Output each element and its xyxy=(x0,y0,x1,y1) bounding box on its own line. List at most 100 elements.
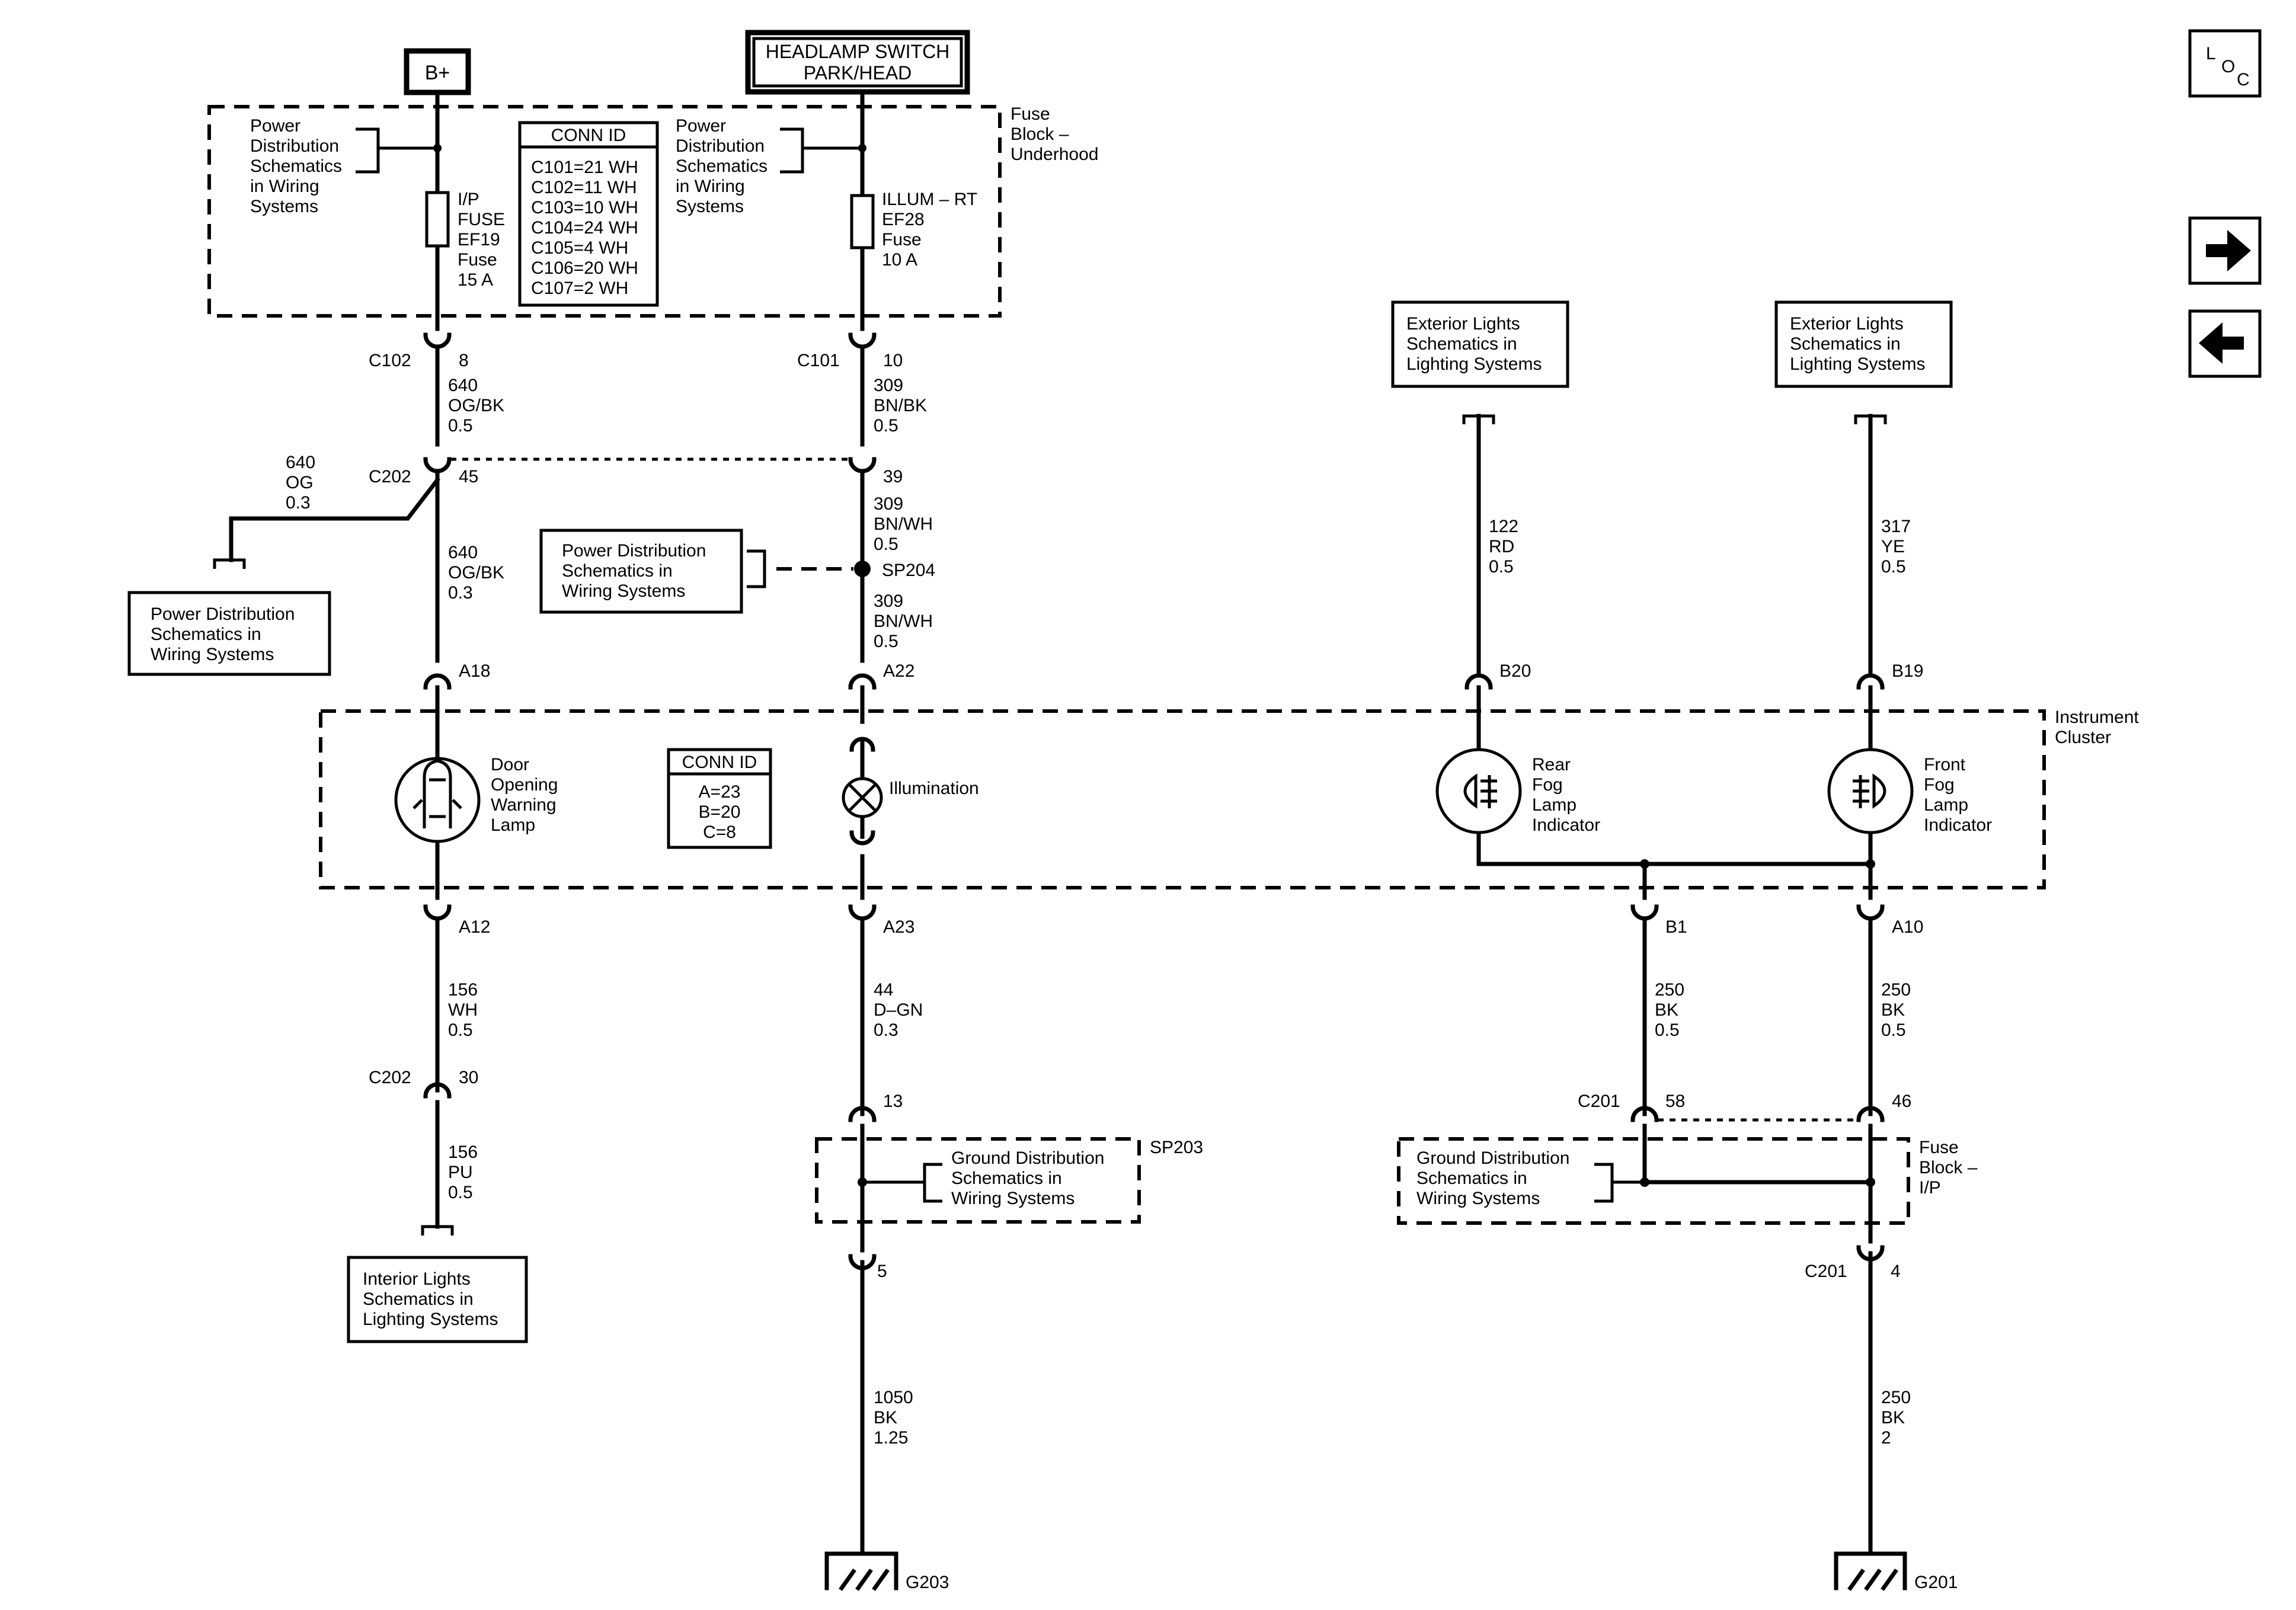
illumination-contacts xyxy=(849,737,875,846)
c102-pin: 8 xyxy=(459,351,469,370)
connector-pin-5 xyxy=(848,1254,877,1270)
svg-text:C106=20 WH: C106=20 WH xyxy=(531,258,638,278)
front-fog-indicator xyxy=(1827,748,1914,834)
svg-text:Schematics: Schematics xyxy=(250,156,342,176)
svg-text:122: 122 xyxy=(1489,517,1518,536)
wire-label-250-left: 250 BK 0.5 xyxy=(1655,980,1684,1040)
svg-text:156: 156 xyxy=(448,1142,478,1162)
svg-text:0.5: 0.5 xyxy=(448,1020,473,1040)
svg-text:Interior Lights: Interior Lights xyxy=(363,1269,471,1289)
power-dist-ref-left: Power Distribution Schematics in Wiring … xyxy=(250,116,342,216)
ref-cap-left xyxy=(213,558,246,569)
ref-ground-dist-2: Ground Distribution Schematics in Wiring… xyxy=(1416,1148,1569,1208)
power-dist-ref-right: Power Distribution Schematics in Wiring … xyxy=(676,116,768,216)
svg-text:1050: 1050 xyxy=(874,1388,913,1407)
c201-bottom-pin: 4 xyxy=(1891,1262,1901,1281)
a12-label: A12 xyxy=(459,917,490,937)
svg-text:0.5: 0.5 xyxy=(1881,557,1906,577)
ref-bracket-sp204 xyxy=(747,549,766,588)
c101-name: C101 xyxy=(797,351,840,370)
svg-text:250: 250 xyxy=(1881,1388,1911,1407)
headlamp-switch-mode: PARK/HEAD xyxy=(804,62,912,84)
wire-label-640-top: 640 OG/BK 0.5 xyxy=(448,376,504,436)
instrument-cluster-title: Instrument Cluster xyxy=(2055,708,2139,747)
svg-text:0.3: 0.3 xyxy=(286,493,311,513)
svg-text:Lamp: Lamp xyxy=(1532,795,1576,815)
ref-bracket-sp203 xyxy=(862,1163,942,1203)
svg-text:0.3: 0.3 xyxy=(874,1020,898,1040)
svg-text:Block –: Block – xyxy=(1919,1158,1978,1177)
svg-text:Block –: Block – xyxy=(1011,124,1069,144)
svg-text:250: 250 xyxy=(1881,980,1911,1000)
svg-text:C104=24 WH: C104=24 WH xyxy=(531,218,638,238)
next-page-button[interactable] xyxy=(2188,216,2262,285)
svg-text:Indicator: Indicator xyxy=(1924,815,1992,835)
arrow-right-icon xyxy=(2206,230,2251,271)
svg-text:Schematics in: Schematics in xyxy=(363,1289,474,1309)
wire-label-317: 317 YE 0.5 xyxy=(1881,517,1911,577)
svg-text:OG/BK: OG/BK xyxy=(448,396,504,415)
loc-letter-c: C xyxy=(2237,70,2250,89)
svg-text:C105=4 WH: C105=4 WH xyxy=(531,238,628,258)
battery-source-box: B+ xyxy=(404,48,471,95)
svg-text:44: 44 xyxy=(874,980,893,1000)
conn-id-rows: C101=21 WH C102=11 WH C103=10 WH C104=24… xyxy=(531,158,638,298)
ref-bracket-ground-2 xyxy=(1594,1163,1645,1203)
fuse-ef19-label: I/P FUSE EF19 Fuse 15 A xyxy=(458,190,505,290)
svg-text:Wiring Systems: Wiring Systems xyxy=(151,645,274,664)
front-fog-label: Front Fog Lamp Indicator xyxy=(1924,755,1992,835)
conn-id-table-cluster: CONN ID A=23 B=20 C=8 xyxy=(667,748,772,849)
svg-text:C102=11 WH: C102=11 WH xyxy=(531,178,637,197)
svg-text:Power: Power xyxy=(676,116,726,136)
svg-text:C103=10 WH: C103=10 WH xyxy=(531,198,638,217)
b19-label: B19 xyxy=(1892,661,1923,681)
wire-label-156-pu: 156 PU 0.5 xyxy=(448,1142,478,1202)
fuse-block-underhood-title: Fuse Block – Underhood xyxy=(1011,104,1098,164)
ref-exterior-lights-1: Exterior Lights Schematics in Lighting S… xyxy=(1391,300,1569,388)
fuse-ef28-symbol xyxy=(850,194,875,249)
svg-text:Schematics in: Schematics in xyxy=(151,625,261,644)
loc-button[interactable]: L O C xyxy=(2188,29,2262,98)
svg-text:Fuse: Fuse xyxy=(1011,104,1050,124)
loc-letter-l: L xyxy=(2206,44,2216,63)
a18-label: A18 xyxy=(459,661,490,681)
wire-250-runs xyxy=(1642,916,1873,1554)
c201-top-name: C201 xyxy=(1578,1092,1620,1111)
wire-640-mid xyxy=(229,469,440,663)
svg-text:D–GN: D–GN xyxy=(874,1000,923,1020)
headlamp-switch-box: HEADLAMP SWITCH PARK/HEAD xyxy=(745,30,970,95)
prev-page-button[interactable] xyxy=(2188,309,2262,378)
arrow-left-icon xyxy=(2199,322,2244,364)
svg-text:Distribution: Distribution xyxy=(676,136,765,156)
svg-text:Fuse: Fuse xyxy=(882,230,922,249)
svg-text:Lighting Systems: Lighting Systems xyxy=(363,1310,498,1329)
fuse-ef28-label: ILLUM – RT EF28 Fuse 10 A xyxy=(882,190,977,270)
svg-text:0.5: 0.5 xyxy=(1489,557,1514,577)
ref-power-dist-mid: Power Distribution Schematics in Wiring … xyxy=(539,529,743,614)
svg-text:ILLUM – RT: ILLUM – RT xyxy=(882,190,977,209)
svg-text:Power: Power xyxy=(250,116,300,136)
svg-text:250: 250 xyxy=(1655,980,1684,1000)
svg-text:BK: BK xyxy=(1655,1000,1678,1020)
svg-text:0.5: 0.5 xyxy=(874,632,898,651)
front-fog-icon xyxy=(1853,773,1886,809)
wire-label-640-mid: 640 OG/BK 0.3 xyxy=(448,543,504,603)
svg-text:Indicator: Indicator xyxy=(1532,815,1600,835)
svg-text:Exterior Lights: Exterior Lights xyxy=(1406,314,1520,334)
svg-text:BN/WH: BN/WH xyxy=(874,514,933,534)
svg-text:FUSE: FUSE xyxy=(458,210,505,229)
svg-text:10 A: 10 A xyxy=(882,250,917,270)
fuse-block-ip-outline xyxy=(1397,1137,1910,1225)
a10-label: A10 xyxy=(1892,917,1923,937)
svg-text:OG/BK: OG/BK xyxy=(448,563,504,582)
svg-text:in Wiring: in Wiring xyxy=(250,177,319,196)
c202-bottom-name: C202 xyxy=(369,1068,411,1087)
svg-text:I/P: I/P xyxy=(458,190,479,209)
illumination-bulb-icon xyxy=(842,777,883,818)
conn-id-title: CONN ID xyxy=(551,126,626,145)
ground-g203-symbol xyxy=(824,1551,898,1591)
c201-bottom-name: C201 xyxy=(1805,1262,1847,1281)
svg-text:Power Distribution: Power Distribution xyxy=(151,604,295,624)
instrument-cluster-outline xyxy=(319,709,2046,889)
